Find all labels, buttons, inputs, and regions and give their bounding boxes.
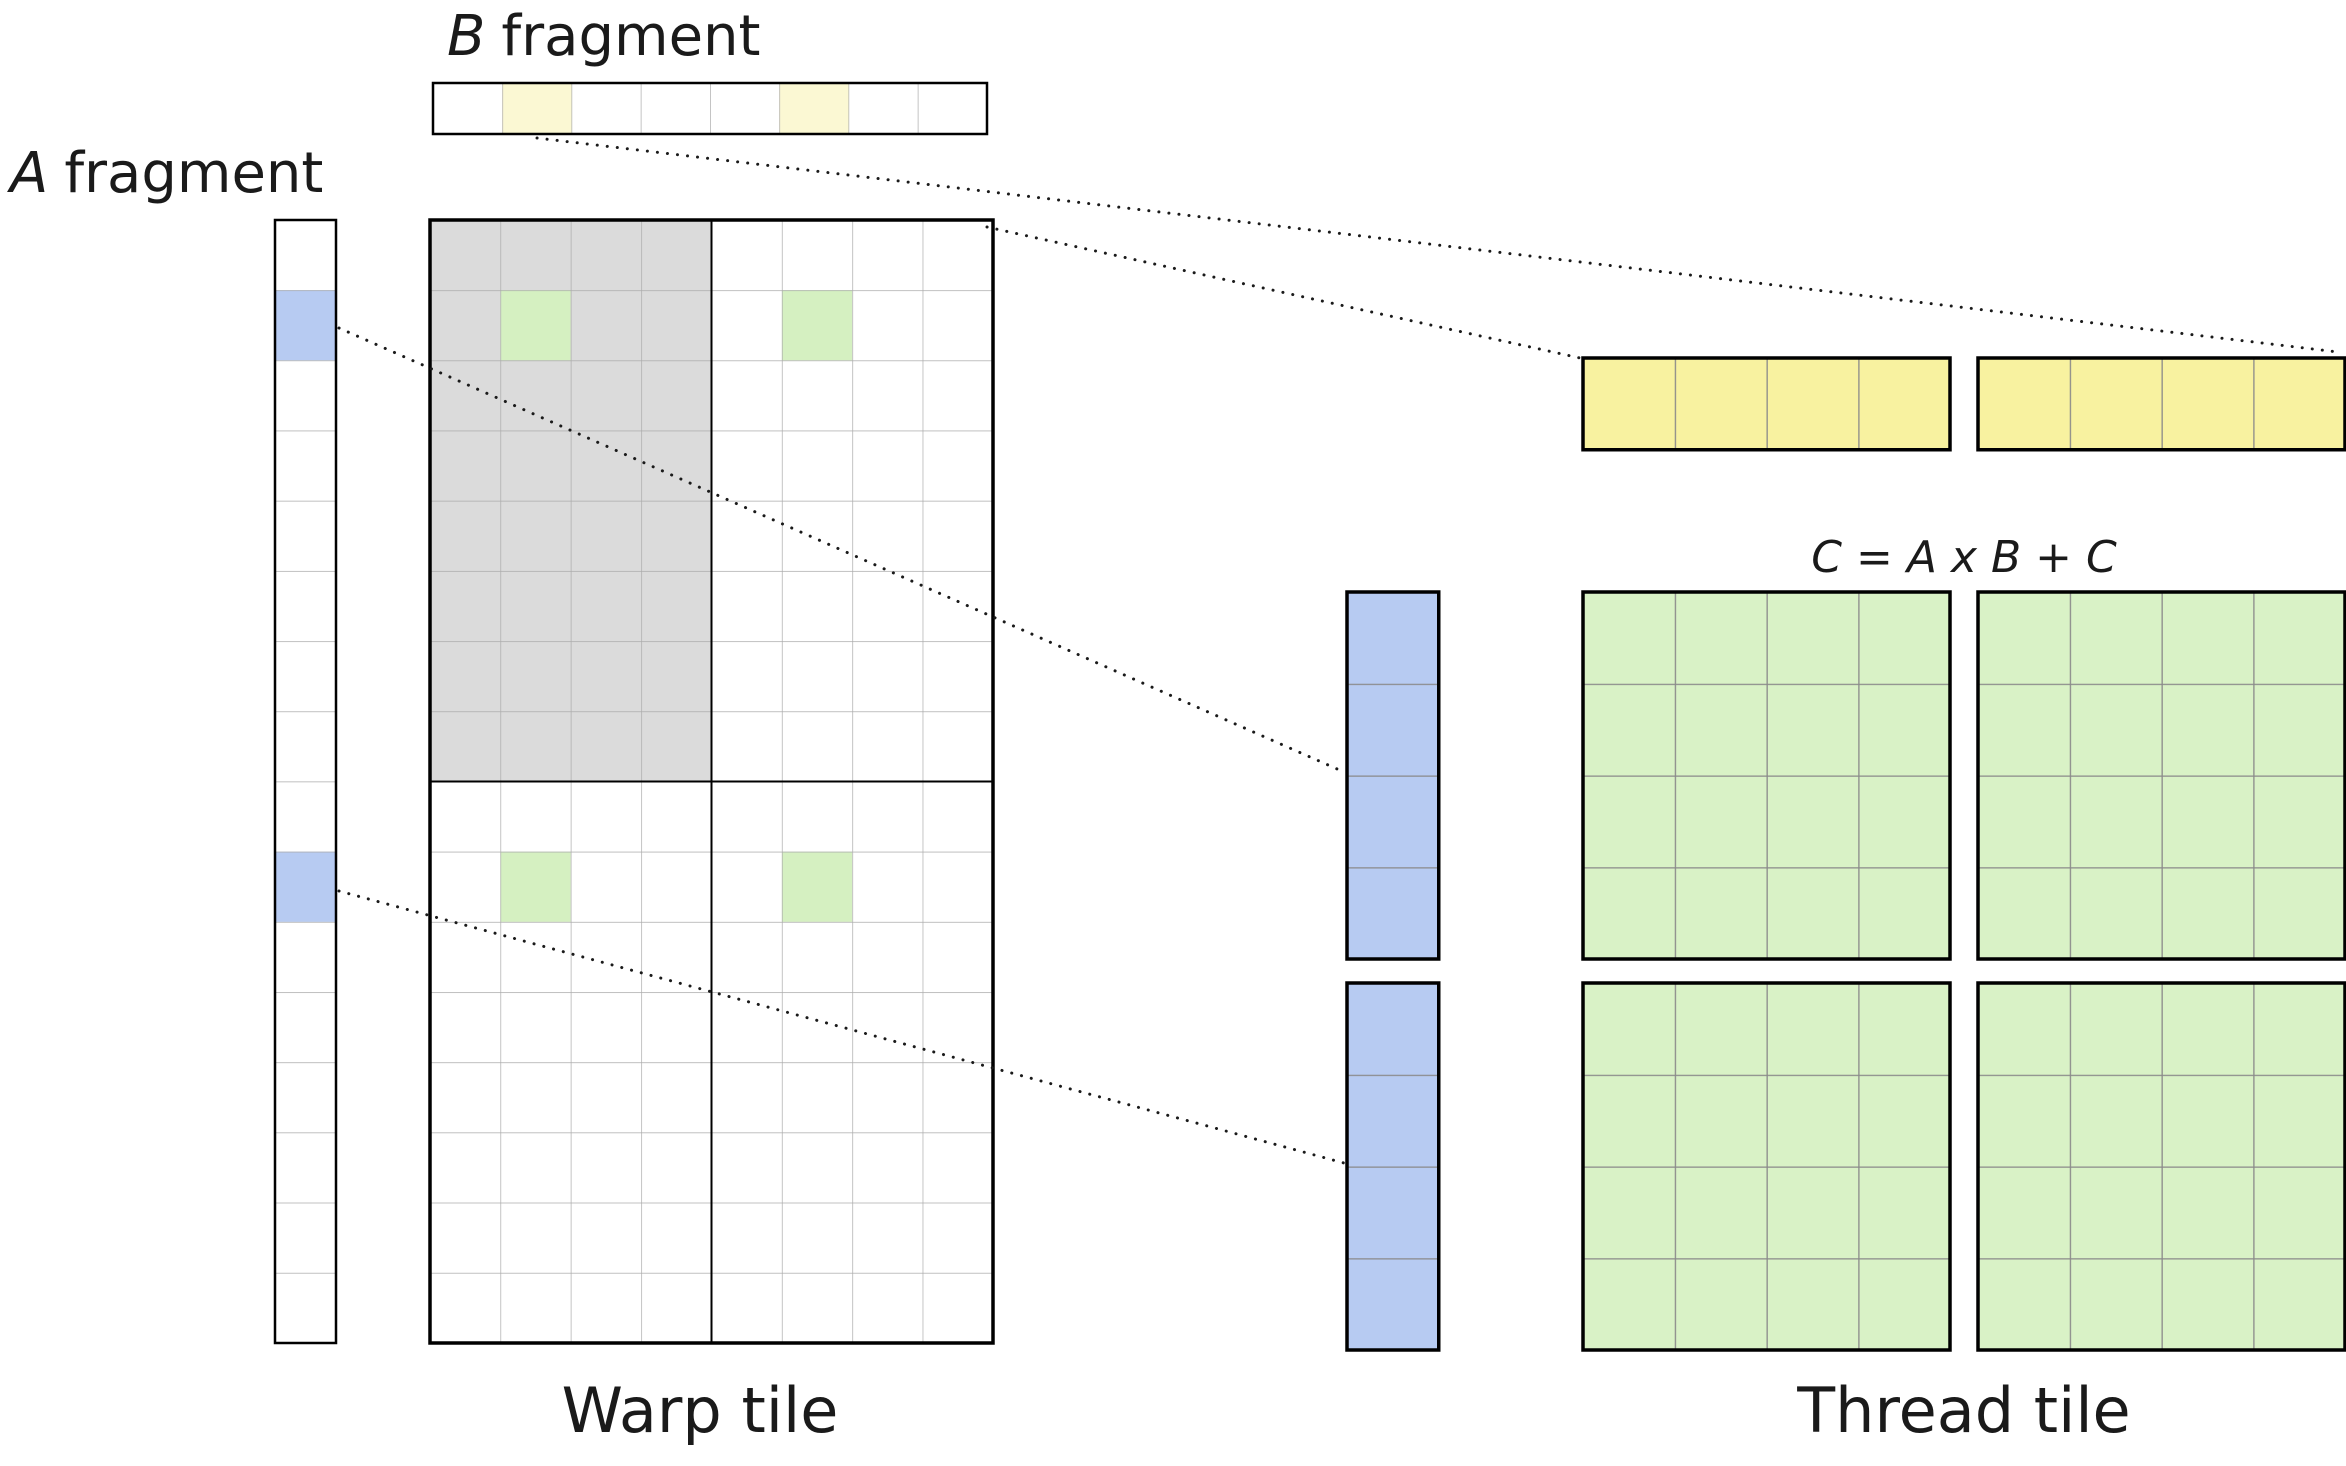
thread-tile-border — [1581, 590, 1952, 961]
thread-tile-gridlines — [1978, 983, 2345, 1350]
zoom-a-strip-border — [1345, 981, 1441, 1352]
thread-tile-gridlines — [1978, 592, 2345, 959]
thread-tile-grid-2 — [1976, 590, 2346, 961]
thread-tile-border — [1976, 590, 2346, 961]
zoom-a-strip-gridlines — [1347, 592, 1439, 959]
thread-tile-gridlines — [1583, 983, 1950, 1350]
warp-tile-quadrant-dividers — [430, 220, 993, 1343]
a-fragment-label-letter: A — [7, 141, 48, 206]
thread-tile-gridlines — [1583, 592, 1950, 959]
zoom-b-strip-gridlines — [1978, 358, 2345, 450]
thread-tile-grid-1 — [1581, 590, 1952, 961]
b-fragment-label-letter: B — [447, 4, 485, 69]
a-mapping-line-upper — [337, 326, 1346, 774]
zoom-b-strip-2 — [1976, 356, 2346, 452]
zoom-a-strip-gridlines — [1347, 983, 1439, 1350]
thread-tile-grid-3 — [1581, 981, 1952, 1352]
b-mapping-line-outer — [535, 136, 2340, 354]
zoom-b-strip-gridlines — [1583, 358, 1950, 450]
zoom-a-strip-1 — [1345, 590, 1441, 961]
thread-tile-border — [1976, 981, 2346, 1352]
thread-tile-border — [1581, 981, 1952, 1352]
zoom-b-strip-border — [1581, 356, 1952, 452]
warp-tile-border — [428, 218, 995, 1345]
mapping-lines — [337, 136, 2340, 1165]
zoom-a-strip-2 — [1345, 981, 1441, 1352]
warp-tile-grid — [428, 218, 995, 1345]
zoom-b-strip-1 — [1581, 356, 1952, 452]
zoom-a-strip-border — [1345, 590, 1441, 961]
a-fragment-gridlines — [275, 220, 336, 1343]
zoom-b-strip-border — [1976, 356, 2346, 452]
b-fragment-gridlines — [433, 83, 987, 134]
warp-tile-label: Warp tile — [562, 1374, 839, 1447]
a-fragment-strip — [273, 218, 338, 1345]
b-fragment-border — [431, 81, 989, 136]
equation-label: C = A x B + C — [1811, 532, 2117, 583]
b-fragment-strip — [431, 81, 989, 136]
b-fragment-label-word: fragment — [501, 4, 760, 69]
a-mapping-line-lower — [337, 889, 1346, 1165]
a-fragment-border — [273, 218, 338, 1345]
b-mapping-line-inner — [985, 225, 1582, 360]
thread-tile-label: Thread tile — [1796, 1374, 2130, 1447]
a-fragment-label-word: fragment — [64, 141, 323, 206]
thread-tile-grid-4 — [1976, 981, 2346, 1352]
